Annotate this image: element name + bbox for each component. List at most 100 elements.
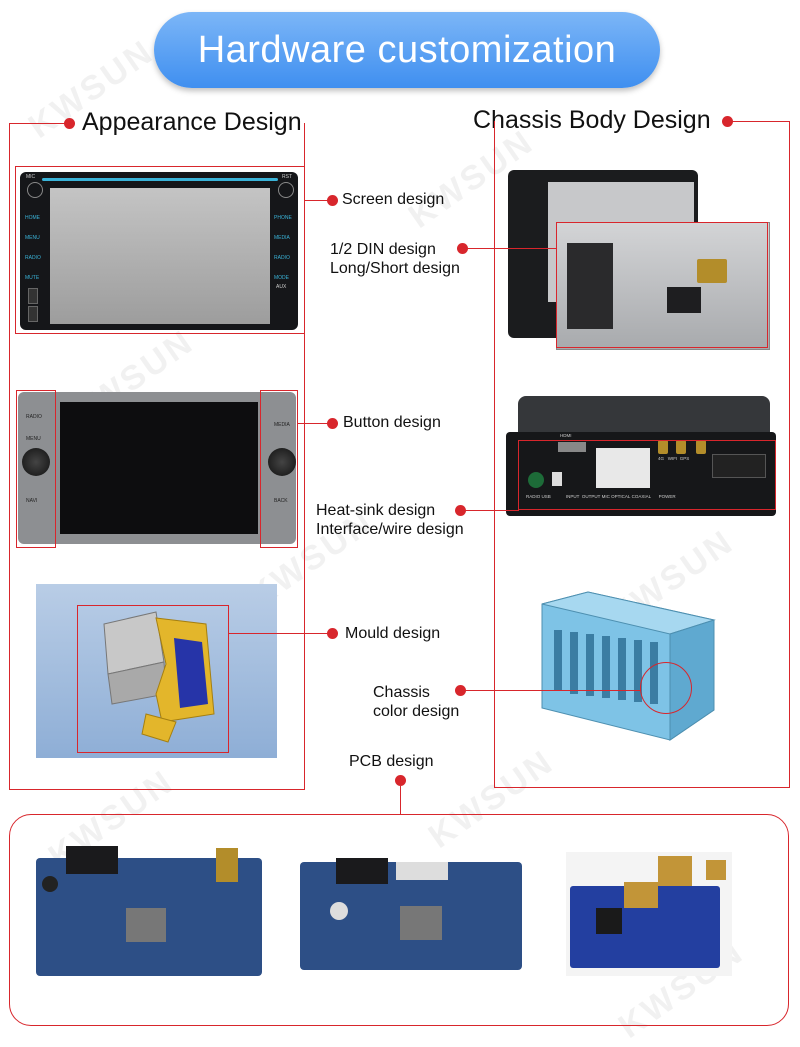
mould-shape-icon: [103, 611, 215, 743]
length-design-label: Long/Short design: [330, 260, 460, 277]
media-button[interactable]: MEDIA: [274, 235, 290, 241]
rear-panel-photo: RADIO USB INPUT OUTPUT MIC OPTICAL COAXI…: [506, 432, 776, 516]
tune-knob-icon[interactable]: [268, 448, 296, 476]
screen-design-highlight: [15, 166, 305, 334]
media-key[interactable]: MEDIA: [274, 422, 290, 428]
mould-design-highlight: [77, 605, 229, 753]
knob-icon: [27, 182, 43, 198]
heatsink-design-label: Heat-sink design: [316, 502, 436, 519]
hdmi-connector-icon: [624, 882, 658, 908]
io-harness-icon: [596, 448, 650, 488]
radio-jack-icon: [528, 472, 544, 488]
mute-button[interactable]: MUTE: [25, 275, 40, 281]
bullet-dot: [327, 195, 338, 206]
page-title: Hardware customization: [197, 28, 617, 71]
chassis-panel: [494, 121, 790, 788]
interface-design-highlight: [518, 440, 776, 510]
power-connector-icon: [712, 454, 766, 478]
connector-line: [463, 690, 641, 691]
chassis-color-label: Chassis: [373, 684, 430, 701]
bullet-dot: [64, 118, 75, 129]
right-button-column: PHONE MEDIA RADIO MODE: [274, 208, 292, 288]
main-connector-icon: [66, 846, 118, 874]
chip-icon: [400, 906, 442, 940]
hdmi-label: HDMI: [560, 433, 572, 438]
rst-label: RST: [282, 174, 292, 180]
navi-key[interactable]: NAVI: [26, 498, 38, 504]
mic-label: MIC: [26, 174, 36, 180]
back-key[interactable]: BACK: [274, 498, 288, 504]
menu-key[interactable]: MENU: [26, 436, 41, 442]
title-banner: Hardware customization: [154, 12, 660, 88]
bullet-dot: [327, 418, 338, 429]
sd-slot-icon: [28, 306, 38, 322]
pcb-board-3-photo: [566, 852, 732, 976]
pcb-board-1: [36, 846, 262, 976]
pcb-panel: [9, 814, 789, 1026]
chassis-vent-icon: [567, 243, 613, 329]
connector-line: [9, 123, 65, 124]
color-design-label: color design: [373, 703, 460, 720]
chip-icon: [596, 908, 622, 934]
menu-button[interactable]: MENU: [25, 235, 40, 241]
display-area: [60, 402, 258, 534]
left-key-column: RADIO MENU: [26, 406, 42, 450]
mode-button[interactable]: MODE: [274, 275, 289, 281]
bullet-dot: [455, 685, 466, 696]
knob-icon: [278, 182, 294, 198]
harness-connector-icon: [667, 287, 701, 313]
capacitor-icon: [42, 876, 58, 892]
phone-button[interactable]: PHONE: [274, 215, 292, 221]
connector-line: [305, 200, 330, 201]
left-button-column: HOME MENU RADIO MUTE: [25, 208, 41, 288]
radio-key[interactable]: RADIO: [26, 414, 42, 420]
pcb-board-2: [300, 858, 522, 970]
radio-button[interactable]: RADIO: [25, 255, 41, 261]
button-design-label: Button design: [343, 414, 441, 431]
usb-port-icon: [552, 472, 562, 486]
usb-port-icon: [28, 288, 38, 304]
din-design-highlight: [556, 222, 768, 348]
appearance-heading: Appearance Design: [82, 108, 302, 136]
connector-line: [730, 121, 790, 122]
light-strip: [42, 178, 278, 181]
connector-line: [465, 248, 556, 249]
chassis-box: [556, 222, 770, 350]
bullet-dot: [722, 116, 733, 127]
blue-chassis-photo: [541, 591, 716, 741]
connector-line: [463, 510, 519, 511]
din-design-label: 1/2 DIN design: [330, 241, 436, 258]
display-area: [50, 188, 270, 324]
screen-design-label: Screen design: [342, 191, 445, 208]
antenna-connector-icon: [216, 848, 238, 882]
radio-button[interactable]: RADIO: [274, 255, 290, 261]
gps-connector-icon: [696, 440, 706, 454]
antenna-labels: 4G WIFI GPS: [658, 456, 690, 461]
mould-design-label: Mould design: [345, 625, 441, 642]
hdmi-port-icon: [558, 442, 586, 452]
home-button[interactable]: HOME: [25, 215, 40, 221]
connector-line: [400, 786, 401, 814]
head-unit-screen: MIC RST HOME MENU RADIO MUTE PHONE MEDIA…: [20, 172, 298, 330]
aux-label: AUX: [276, 284, 287, 290]
bullet-dot: [455, 505, 466, 516]
rear-labels: RADIO USB INPUT OUTPUT MIC OPTICAL COAXI…: [526, 494, 676, 499]
connector-line: [298, 423, 330, 424]
chassis-color-highlight: [640, 662, 692, 714]
mould-render: [36, 584, 277, 758]
appearance-panel: [9, 123, 305, 790]
connector-line: [229, 633, 329, 634]
head-unit-buttons: RADIO MENU NAVI MEDIA BACK: [18, 392, 296, 544]
chip-icon: [126, 908, 166, 942]
main-connector-icon: [336, 858, 388, 884]
4g-connector-icon: [658, 440, 668, 454]
bullet-dot: [327, 628, 338, 639]
wifi-connector-icon: [676, 440, 686, 454]
antenna-connector-icon: [697, 259, 727, 283]
interface-design-label: Interface/wire design: [316, 521, 464, 538]
hdmi-connector-icon: [706, 860, 726, 880]
bullet-dot: [457, 243, 468, 254]
button-design-highlight-right: [260, 390, 298, 548]
volume-knob-icon[interactable]: [22, 448, 50, 476]
harness-connector-icon: [396, 862, 448, 880]
